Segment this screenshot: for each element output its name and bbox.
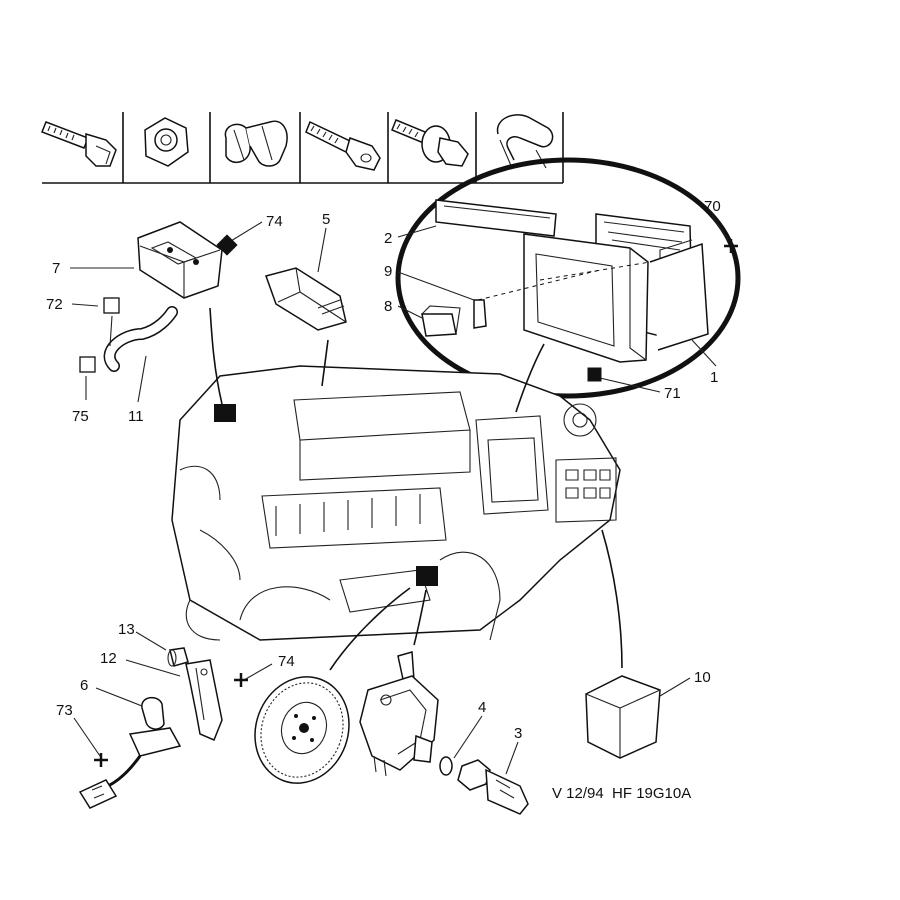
callout-5: 5 xyxy=(322,211,330,228)
component-5 xyxy=(265,267,347,331)
callout-70: 70 xyxy=(704,198,721,215)
filled-square-icon xyxy=(216,234,238,256)
open-square-icon xyxy=(79,356,96,373)
bolt-icon xyxy=(41,121,117,167)
callout-9: 9 xyxy=(384,263,392,280)
component-7 xyxy=(137,221,223,299)
callout-4: 4 xyxy=(478,699,486,716)
callout-8: 8 xyxy=(384,298,392,315)
nut-icon xyxy=(144,117,189,167)
flywheel xyxy=(254,676,350,784)
component-11-hose xyxy=(103,306,178,372)
callout-3: 3 xyxy=(514,725,522,742)
callout-10: 10 xyxy=(694,669,711,686)
reference-code: V 12/94 HF 19G10A xyxy=(552,785,691,802)
callout-72: 72 xyxy=(46,296,63,313)
cross-icon xyxy=(724,239,738,253)
callout-2: 2 xyxy=(384,230,392,247)
component-13 xyxy=(167,647,189,667)
callout-7: 7 xyxy=(52,260,60,277)
engine-block xyxy=(171,365,621,641)
callout-13: 13 xyxy=(118,621,135,638)
callout-12: 12 xyxy=(100,650,117,667)
callout-6: 6 xyxy=(80,677,88,694)
callout-73: 73 xyxy=(56,702,73,719)
cross-icon xyxy=(234,673,248,687)
callout-labels: 7 74 5 2 9 8 70 1 71 72 75 11 13 12 74 6… xyxy=(46,198,721,742)
open-square-icon xyxy=(103,297,120,314)
callout-74b: 74 xyxy=(278,653,295,670)
fastener-legend xyxy=(41,112,564,184)
leader-lines xyxy=(209,307,623,671)
component-3-sensor xyxy=(457,759,529,815)
highlight-ellipse xyxy=(395,157,741,399)
callout-1: 1 xyxy=(710,369,718,386)
clip-icon xyxy=(224,120,288,167)
water-outlet-housing xyxy=(359,651,439,777)
symbols xyxy=(79,234,738,767)
filled-square-icon xyxy=(587,367,602,382)
component-6-sensor xyxy=(78,696,182,809)
callout-11: 11 xyxy=(128,408,144,425)
bolt-washer-icon xyxy=(391,119,469,167)
callout-75: 75 xyxy=(72,408,89,425)
socket-bolt-icon xyxy=(305,120,381,171)
callout-71: 71 xyxy=(664,385,681,402)
component-10-relay xyxy=(585,675,661,759)
callout-74: 74 xyxy=(266,213,283,230)
ecu-assembly xyxy=(421,199,709,363)
cross-icon xyxy=(94,753,108,767)
component-12-bracket xyxy=(185,659,223,741)
component-4-washer xyxy=(439,756,453,776)
